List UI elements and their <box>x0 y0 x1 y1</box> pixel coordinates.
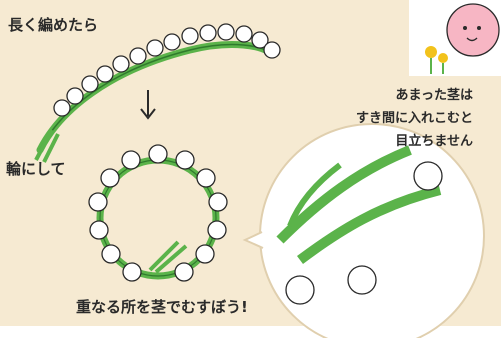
mascot-corner <box>409 0 501 76</box>
tip-line: あまった茎は <box>395 88 473 103</box>
step2-label: 輪にして <box>6 160 66 178</box>
tip-line: すき間に入れこむと <box>355 111 473 126</box>
mascot-illustration <box>425 3 500 74</box>
down-arrow-icon <box>140 90 156 120</box>
bottom-caption: 重なる所を茎でむすぼう! <box>76 298 248 316</box>
tip-line: 目立ちません <box>395 134 473 149</box>
tip-text: あまった茎は すき間に入れこむと 目立ちません <box>356 84 473 153</box>
step1-label: 長く編めたら <box>8 16 99 34</box>
